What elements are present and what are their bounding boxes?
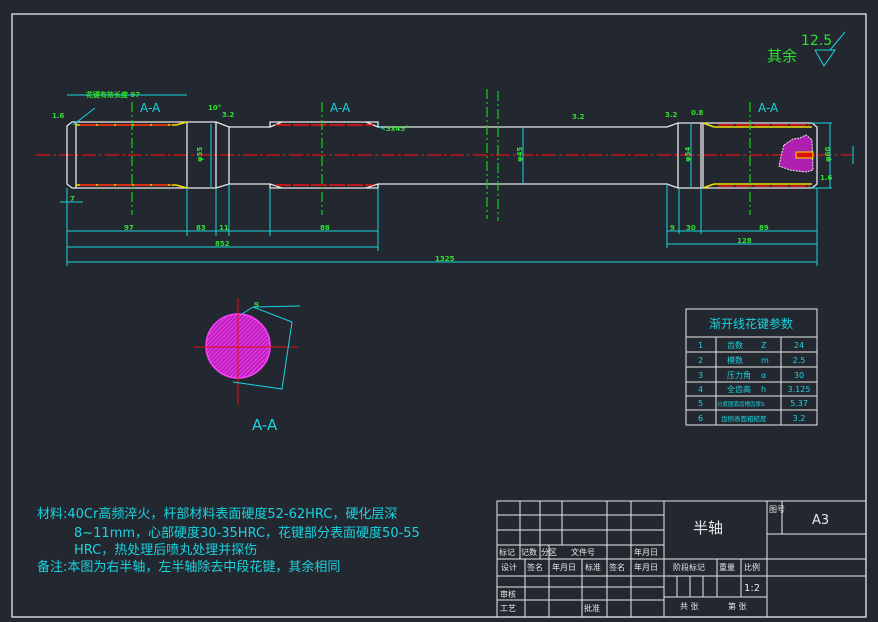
drawing-frame bbox=[11, 13, 867, 618]
drawing-no: A3 bbox=[812, 513, 829, 528]
dim-dia-right: φ54 bbox=[684, 147, 692, 162]
note-material: 材料:40Cr高频淬火，杆部材料表面硬度52-62HRC，硬化层深 bbox=[37, 506, 397, 522]
label-text: 重量 bbox=[719, 562, 735, 572]
note-hardness: 8~11mm，心部硬度30-35HRC，花键部分表面硬度50-55 bbox=[74, 525, 420, 541]
label-text: 3 bbox=[698, 371, 703, 380]
section-label-3: A-A bbox=[758, 101, 779, 115]
spline-table-title: 渐开线花键参数 bbox=[709, 316, 793, 331]
dim-11: 11 bbox=[219, 224, 229, 232]
roughness-value: 12.5 bbox=[801, 33, 832, 49]
label-text: 共 张 bbox=[680, 602, 699, 611]
section-label-1: A-A bbox=[140, 101, 161, 115]
dim-dia-mid: φ45 bbox=[516, 147, 524, 162]
dim-128: 128 bbox=[737, 237, 752, 245]
dim-83: 83 bbox=[196, 224, 206, 232]
label-text: 1 bbox=[698, 341, 703, 350]
roughness-prefix: 其余 bbox=[767, 47, 797, 65]
label-text: 审核 bbox=[500, 589, 516, 599]
dim-89: 89 bbox=[759, 224, 769, 232]
dim-spline-length: 花键有效长度 97 bbox=[86, 90, 140, 99]
label-text: 阶段标记 bbox=[673, 562, 705, 572]
dimension-texts: 花键有效长度 97 97 83 11 88 852 1325 7 9 30 89… bbox=[52, 90, 833, 263]
section-label-2: A-A bbox=[330, 101, 351, 115]
label-text: 第 张 bbox=[728, 601, 747, 611]
dim-dia-end: φ60 bbox=[824, 147, 832, 162]
label-text: 签名 bbox=[609, 562, 625, 572]
label-text: 6 bbox=[698, 414, 703, 423]
label-text: 4 bbox=[698, 385, 703, 394]
note-remark: 备注:本图为右半轴，左半轴除去中段花键，其余相同 bbox=[37, 559, 340, 575]
label-text: 标准 bbox=[585, 562, 601, 572]
dim-97: 97 bbox=[124, 224, 134, 232]
roughness-3-2-mid: 3.2 bbox=[572, 113, 585, 121]
label-text: m bbox=[761, 356, 769, 365]
label-text: 年月日 bbox=[634, 562, 658, 572]
label-text: Z bbox=[761, 341, 767, 350]
label-text: 签名 bbox=[527, 562, 543, 572]
label-text: 批准 bbox=[584, 603, 600, 613]
section-view-a-a: 9 A-A bbox=[194, 298, 301, 434]
title-block: 半轴 图号 A3 标记 记数 分区 文件号 年月日 设计 签名 年月日 标准 签… bbox=[496, 500, 867, 618]
dim-dia-collar: φ55 bbox=[196, 147, 204, 162]
label-text: 设计 bbox=[501, 562, 517, 572]
label-text: 30 bbox=[794, 371, 804, 380]
label-text: 2 bbox=[698, 356, 703, 365]
dim-chamfer: 3x45° bbox=[386, 125, 409, 133]
roughness-1-6-end: 1.6 bbox=[820, 174, 833, 182]
label-text: 3.125 bbox=[788, 385, 811, 394]
label-text: 3.2 bbox=[793, 414, 806, 423]
label-text: 5 bbox=[698, 399, 703, 408]
label-text: 5.37 bbox=[790, 399, 808, 408]
label-text: 工艺 bbox=[500, 604, 516, 613]
label-text: 2.5 bbox=[793, 356, 806, 365]
dim-88: 88 bbox=[320, 224, 330, 232]
label-text: 模数 bbox=[727, 355, 743, 365]
section-dim-note: 9 bbox=[254, 301, 259, 309]
spline-parameter-table: 渐开线花键参数 1 齿数 Z 24 2 模数 m 2.5 3 压力角 α 30 4 全齿高 h 3.12… bbox=[685, 308, 818, 426]
roughness-1-6: 1.6 bbox=[52, 112, 65, 120]
dimension-lines bbox=[60, 94, 832, 266]
scale-value: 1:2 bbox=[744, 583, 760, 594]
roughness-icon bbox=[814, 31, 846, 67]
roughness-3-2: 3.2 bbox=[222, 111, 235, 119]
dim-7: 7 bbox=[70, 195, 75, 203]
label-text: 全齿高 bbox=[727, 384, 751, 394]
dim-1325: 1325 bbox=[435, 255, 455, 263]
dim-angle: 10° bbox=[208, 104, 221, 112]
label-text: α bbox=[761, 371, 766, 380]
label-text: 文件号 bbox=[571, 547, 595, 557]
general-roughness: 其余 12.5 bbox=[767, 31, 846, 67]
section-view-label: A-A bbox=[252, 416, 278, 434]
label-text: 记数 bbox=[521, 547, 537, 557]
table-row-name: 齿数 bbox=[727, 340, 743, 350]
roughness-0-8: 0.8 bbox=[691, 109, 704, 117]
dim-852: 852 bbox=[215, 240, 230, 248]
label-text: 比例 bbox=[744, 562, 760, 572]
roughness-3-2-right: 3.2 bbox=[665, 111, 678, 119]
technical-notes: 材料:40Cr高频淬火，杆部材料表面硬度52-62HRC，硬化层深 8~11mm… bbox=[37, 506, 420, 575]
label-text: 分度圆弧齿槽齿厚S bbox=[717, 400, 765, 408]
note-heat-treatment: HRC，热处理后喷丸处理并探伤 bbox=[74, 543, 257, 558]
label-text: 分区 bbox=[541, 548, 557, 557]
dim-9: 9 bbox=[670, 224, 675, 232]
label-text: h bbox=[761, 385, 766, 394]
label-text: 齿侧表面粗糙度 bbox=[721, 414, 767, 423]
part-name: 半轴 bbox=[693, 519, 723, 537]
label-text: 24 bbox=[794, 341, 804, 350]
label-text: 年月日 bbox=[552, 562, 576, 572]
dim-30: 30 bbox=[686, 224, 696, 232]
label-text: 标记 bbox=[499, 547, 515, 557]
label-text: 年月日 bbox=[634, 547, 658, 557]
label-text: 压力角 bbox=[727, 370, 751, 380]
drawing-no-label: 图号 bbox=[769, 505, 785, 514]
center-hole bbox=[795, 151, 814, 159]
